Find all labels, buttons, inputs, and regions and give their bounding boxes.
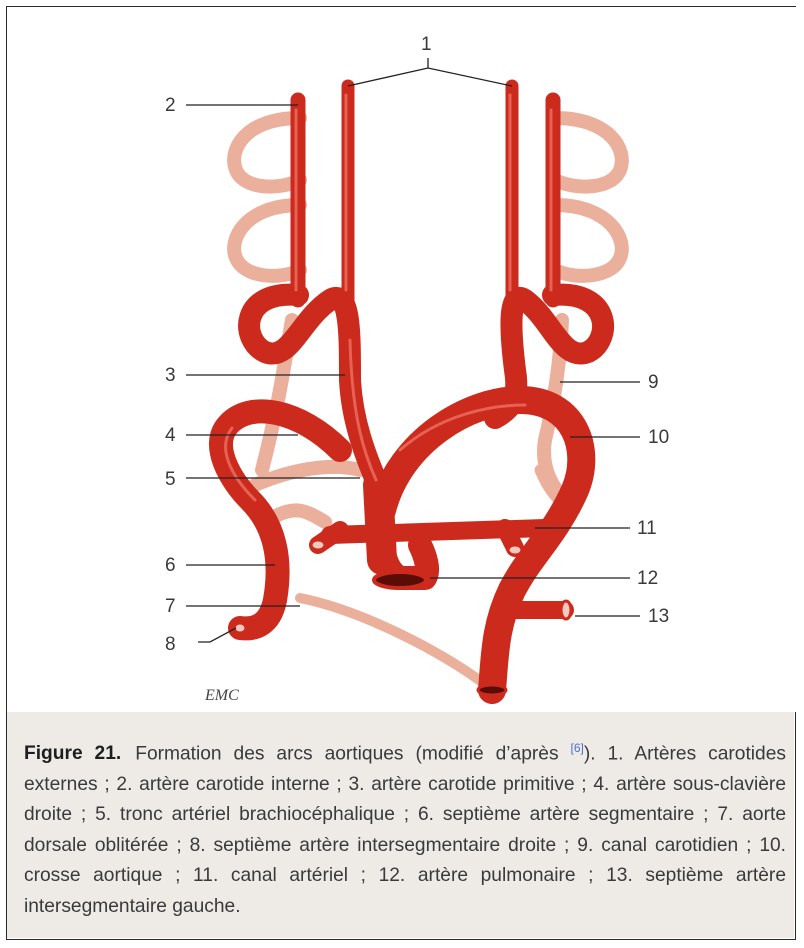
label-11: 11 [637, 518, 657, 539]
label-7: 7 [165, 596, 176, 617]
left-duct-opening [311, 540, 325, 550]
figure-label: Figure 21. [24, 743, 121, 764]
descending-aorta-opening [478, 685, 506, 695]
reference-link[interactable]: [6] [570, 741, 583, 755]
left-upper-loop [234, 118, 300, 187]
label-5: 5 [165, 469, 176, 490]
label-3: 3 [165, 365, 176, 386]
label-6: 6 [165, 555, 176, 576]
figure-caption: Figure 21. Formation des arcs aortiques (… [24, 733, 786, 922]
figure-description: ). 1. Artères carotides externes ; 2. ar… [24, 743, 786, 917]
right-middle-loop [555, 205, 622, 276]
label-8: 8 [165, 634, 176, 655]
label-13: 13 [648, 606, 669, 627]
label-10: 10 [648, 427, 669, 448]
seventh-left-opening [561, 601, 571, 619]
left-pink-connector-upper [255, 467, 360, 485]
obliterated-dorsal-aorta [300, 598, 490, 688]
label-1: 1 [421, 34, 432, 55]
left-pink-connector-lower [272, 510, 325, 522]
label-9: 9 [648, 372, 659, 393]
label-4: 4 [165, 425, 176, 446]
right-duct-opening [508, 545, 522, 555]
emc-signature: EMC [204, 687, 239, 704]
pulmonary-opening [374, 572, 426, 588]
left-middle-loop [234, 205, 300, 276]
label-12: 12 [637, 568, 658, 589]
figure-title: Formation des arcs aortiques (modifié d’… [135, 743, 558, 764]
right-upper-loop [555, 118, 622, 187]
leader-1 [348, 58, 512, 86]
label-2: 2 [165, 95, 176, 116]
